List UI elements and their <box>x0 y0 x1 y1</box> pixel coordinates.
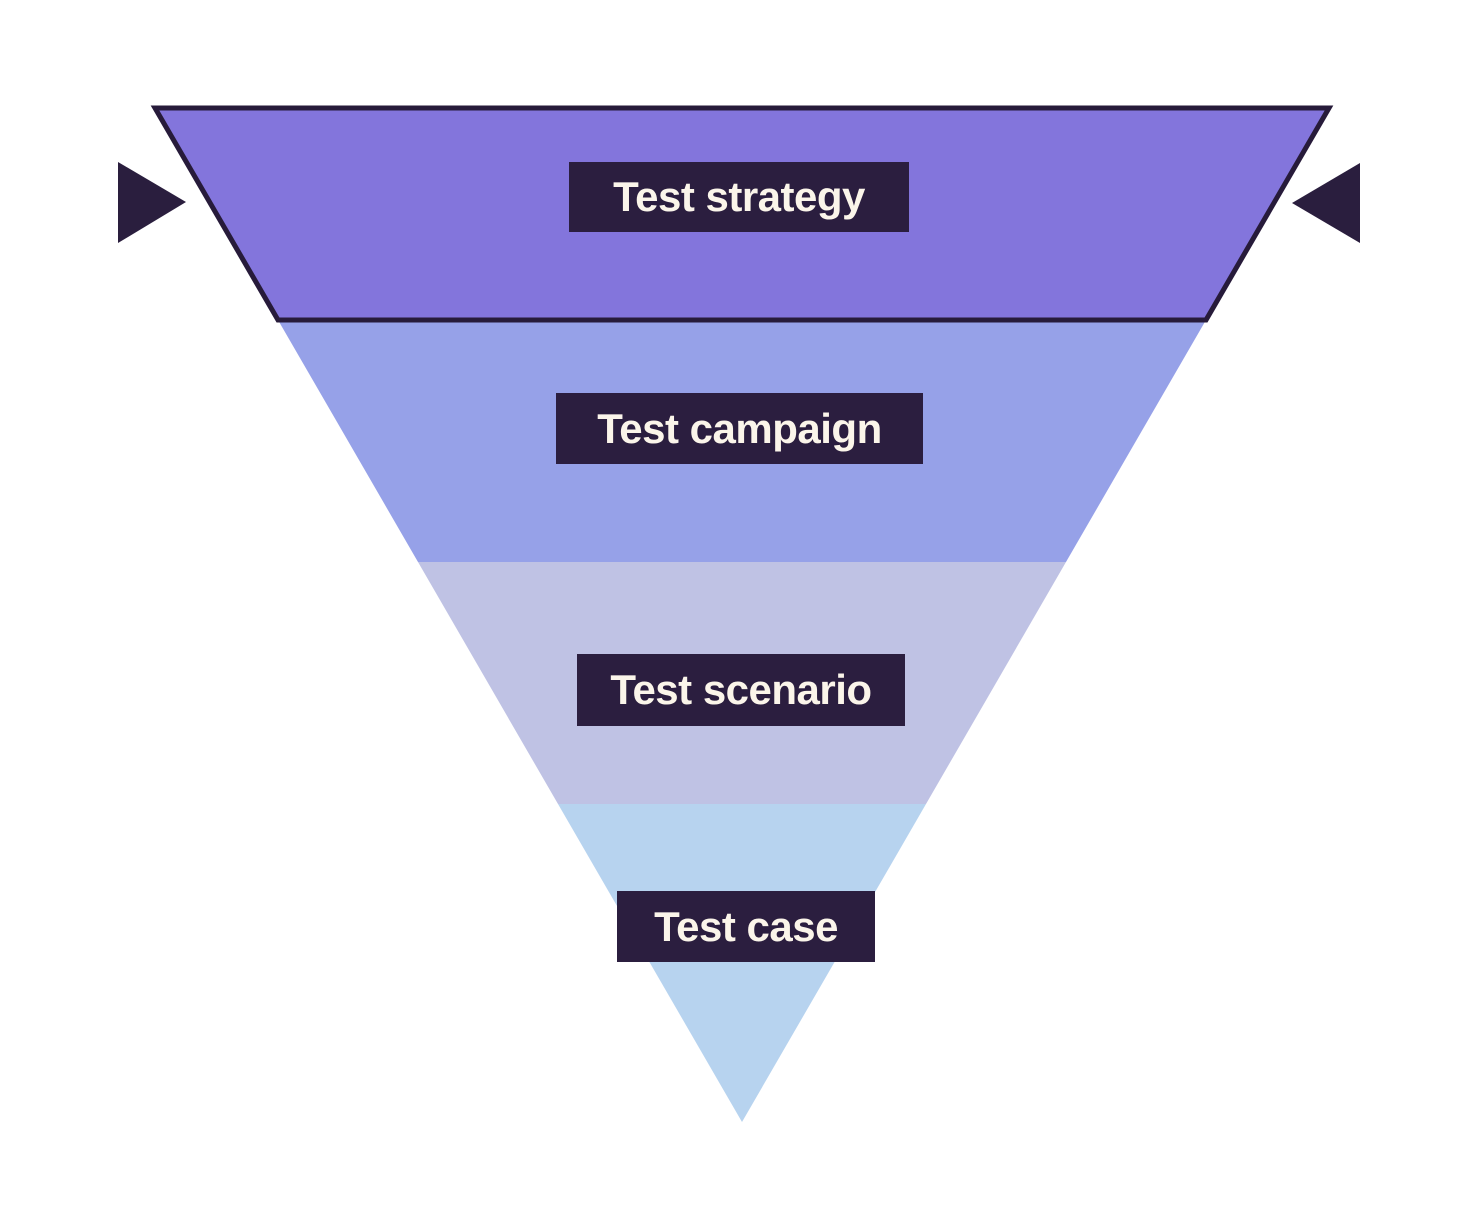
funnel-layer-test-case <box>558 804 926 1122</box>
arrow-left-icon <box>118 162 186 243</box>
arrow-right-icon <box>1292 163 1360 243</box>
stage-label-test-strategy: Test strategy <box>569 162 909 232</box>
stage-label-test-case: Test case <box>617 891 875 962</box>
stage-label-test-scenario: Test scenario <box>577 654 905 726</box>
stage-label-test-campaign: Test campaign <box>556 393 923 464</box>
